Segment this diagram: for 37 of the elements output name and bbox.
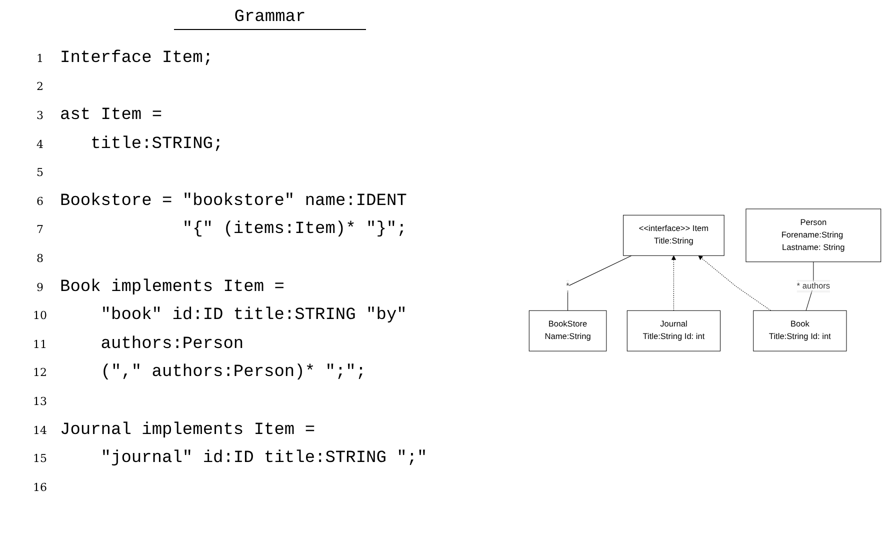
edge-label: *: [566, 282, 570, 290]
node-box: <<interface>> Item Title:String: [623, 214, 724, 256]
code-line: "book" id:ID title:STRING "by": [100, 306, 407, 326]
node-box: Person Forename:String Lastname: String: [746, 208, 882, 262]
code-line: ast Item =: [60, 106, 162, 125]
line-number: 3: [36, 108, 44, 122]
code-line: Journal implements Item =: [60, 420, 316, 440]
code-line: "journal" id:ID title:STRING ";": [100, 449, 428, 468]
line-number: 13: [32, 394, 48, 408]
code-line: Interface Item;: [60, 48, 214, 68]
code-line: "{" (items:Item)* "}";: [182, 220, 407, 240]
line-number: 8: [36, 252, 44, 265]
arrow: [671, 255, 676, 311]
listing-title: Grammar: [174, 8, 366, 30]
edge-label: * authors: [796, 282, 830, 290]
line-number: 2: [36, 80, 44, 94]
line-number: 16: [32, 480, 48, 494]
line-number: 7: [36, 223, 44, 236]
line-number: 15: [32, 452, 48, 466]
line-number: 9: [36, 280, 44, 294]
code-line: authors:Person: [100, 334, 244, 354]
arrow: [698, 255, 772, 311]
line-number: 12: [32, 366, 48, 380]
line-number: 1: [36, 52, 44, 65]
line-number: 14: [32, 424, 48, 437]
code-line: Book implements Item =: [60, 278, 284, 297]
line-number: 11: [32, 338, 48, 351]
code-line: title:STRING;: [90, 134, 224, 154]
line-number: 6: [36, 194, 44, 208]
line-number: 4: [36, 138, 44, 151]
node-box: Book Title:String Id: int: [753, 310, 847, 352]
node-box: BookStore Name:String: [528, 310, 607, 352]
code-line: Bookstore = "bookstore" name:IDENT: [60, 192, 407, 211]
line-number: 10: [32, 309, 48, 322]
node-box: Journal Title:String Id: int: [626, 310, 720, 352]
line-number: 5: [36, 166, 44, 180]
code-line: ("," authors:Person)* ";";: [100, 363, 366, 382]
